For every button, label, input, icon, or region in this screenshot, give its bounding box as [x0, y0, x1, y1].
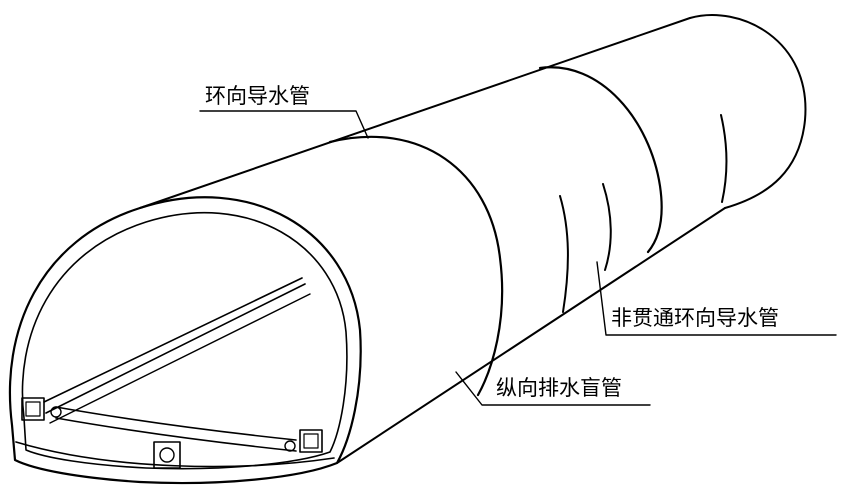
blind-pipe-box-left [21, 397, 45, 421]
blind-pipe-circle-right [284, 440, 296, 452]
tunnel-far-end [689, 14, 807, 209]
blind-pipe-circle-left [50, 406, 62, 418]
rail-inner-3 [49, 293, 311, 424]
tunnel-bottom-edge [336, 207, 726, 464]
cross-pipe-lower [55, 417, 297, 452]
leader-non-continuous [596, 261, 837, 336]
invert-arc [15, 441, 335, 468]
partial-ring-pipe-3 [720, 114, 728, 203]
center-drain-circle [159, 447, 175, 463]
rail-inner-2 [45, 283, 306, 414]
leader-ring-pipe [199, 110, 369, 139]
tunnel-top-edge [139, 17, 691, 209]
partial-ring-pipe-1 [559, 195, 569, 313]
portal-inner-ring [21, 212, 348, 470]
cross-pipe-upper [55, 406, 297, 441]
portal-outer-ring [8, 196, 362, 485]
ring-pipe-2 [538, 66, 663, 254]
leader-longitudinal [455, 371, 651, 406]
partial-ring-pipe-2 [602, 183, 612, 271]
blind-pipe-inner-left [25, 401, 41, 417]
label-ring-drain-pipe: 环向导水管 [205, 84, 310, 108]
center-drain-box [153, 441, 181, 469]
ring-pipe-1 [328, 135, 504, 397]
rail-inner-1 [43, 277, 303, 403]
label-non-continuous-ring-drain-pipe: 非贯通环向导水管 [611, 306, 779, 330]
blind-pipe-box-right [299, 429, 323, 453]
blind-pipe-inner-right [303, 433, 319, 449]
label-longitudinal-drain-blind-pipe: 纵向排水盲管 [496, 376, 622, 400]
